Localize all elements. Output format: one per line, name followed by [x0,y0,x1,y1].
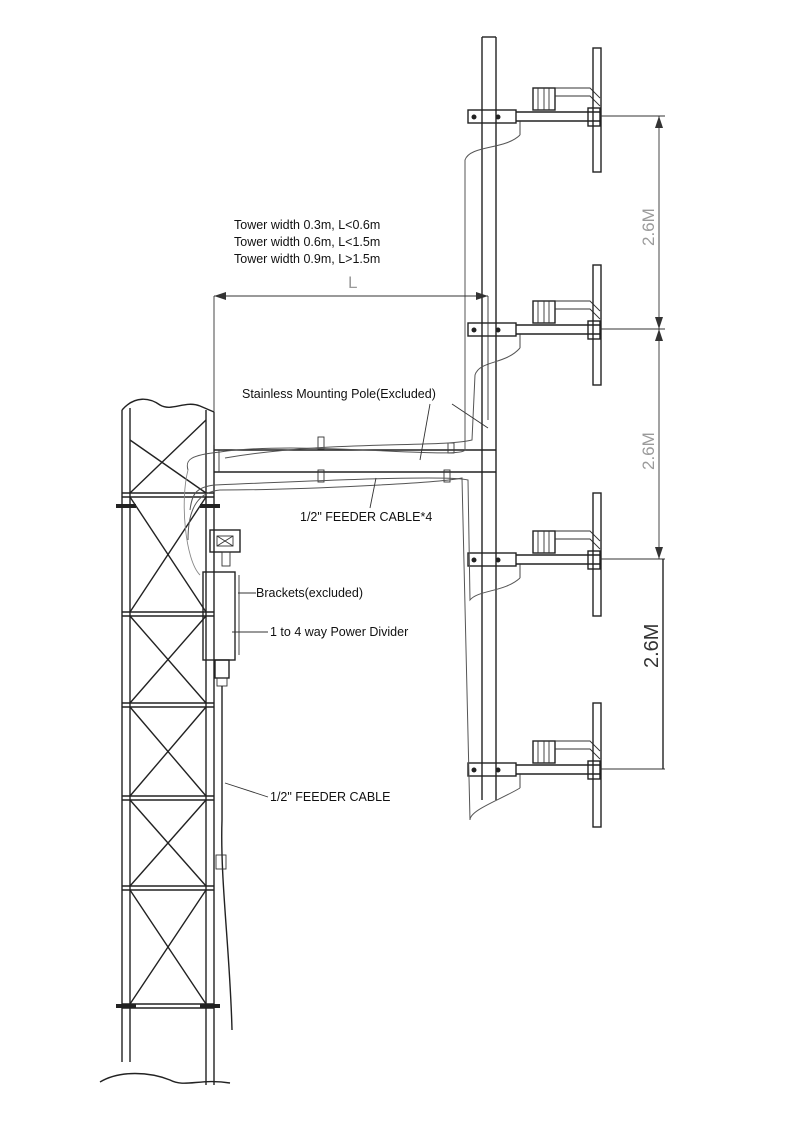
spacing-dimensions: 2.6M 2.6M 2.6M [600,115,665,770]
dipole-antenna-2 [467,264,602,386]
tower-width-note-2: Tower width 0.6m, L<1.5m [234,235,380,249]
tower-width-note-1: Tower width 0.3m, L<0.6m [234,218,380,232]
standoff-arm [214,436,496,483]
l-dimension: L [213,273,489,445]
spacing-label-2: 2.6M [639,432,658,470]
dipole-antenna-3 [467,492,602,617]
brackets-label: Brackets(excluded) [256,586,363,600]
tower-diagonal-members [129,419,207,1005]
l-dimension-label: L [348,273,357,292]
power-divider-assembly [202,529,241,1031]
dipole-antenna-4 [467,702,602,828]
spacing-label-3: 2.6M [641,624,663,668]
tower-width-note-3: Tower width 0.9m, L>1.5m [234,252,380,266]
power-divider-label: 1 to 4 way Power Divider [270,625,408,639]
dipole-antenna-1 [467,47,602,173]
mounting-pole-label: Stainless Mounting Pole(Excluded) [242,387,436,401]
feeder-cable-4-label: 1/2" FEEDER CABLE*4 [300,510,432,524]
feeder-cable-label: 1/2" FEEDER CABLE [270,790,390,804]
tower-width-notes: Tower width 0.3m, L<0.6m Tower width 0.6… [234,218,380,266]
spacing-label-1: 2.6M [639,208,658,246]
lattice-tower [99,398,231,1085]
feeder-cables [183,134,521,821]
mounting-pole [481,36,497,800]
tower-horizontal-members [122,492,214,1009]
main-feeder-cable [221,686,233,1031]
